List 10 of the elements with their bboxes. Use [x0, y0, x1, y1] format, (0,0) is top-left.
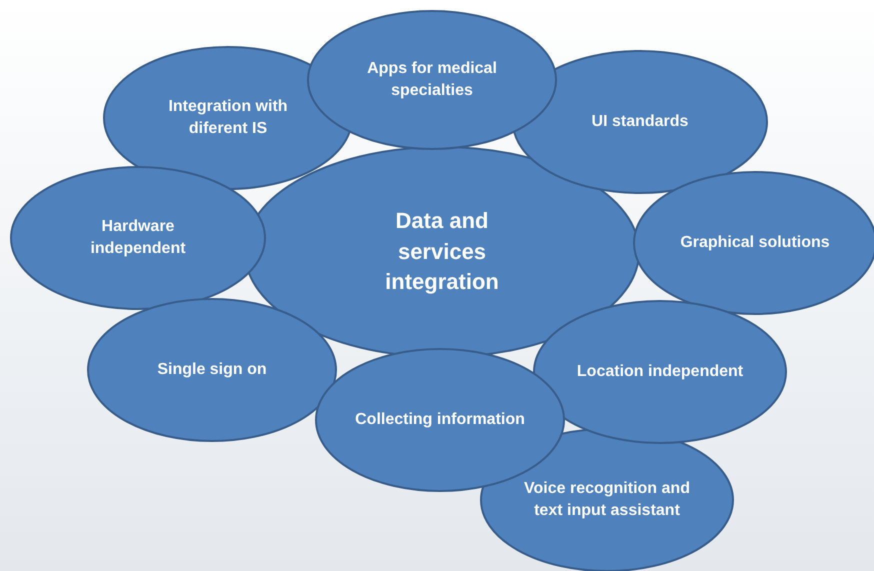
node-label: Data and services integration — [384, 206, 500, 296]
node-label: Collecting information — [355, 410, 525, 430]
node-label: Apps for medical specialties — [366, 58, 498, 101]
node-label: Integration with diferent IS — [167, 96, 289, 139]
node-label: Single sign on — [157, 360, 267, 380]
node-label: Graphical solutions — [680, 232, 830, 253]
node-label: Location independent — [576, 362, 744, 382]
node-label: Hardware independent — [89, 216, 187, 259]
node-label: Voice recognition and text input assistant — [523, 478, 691, 521]
node-label: UI standards — [592, 112, 688, 132]
